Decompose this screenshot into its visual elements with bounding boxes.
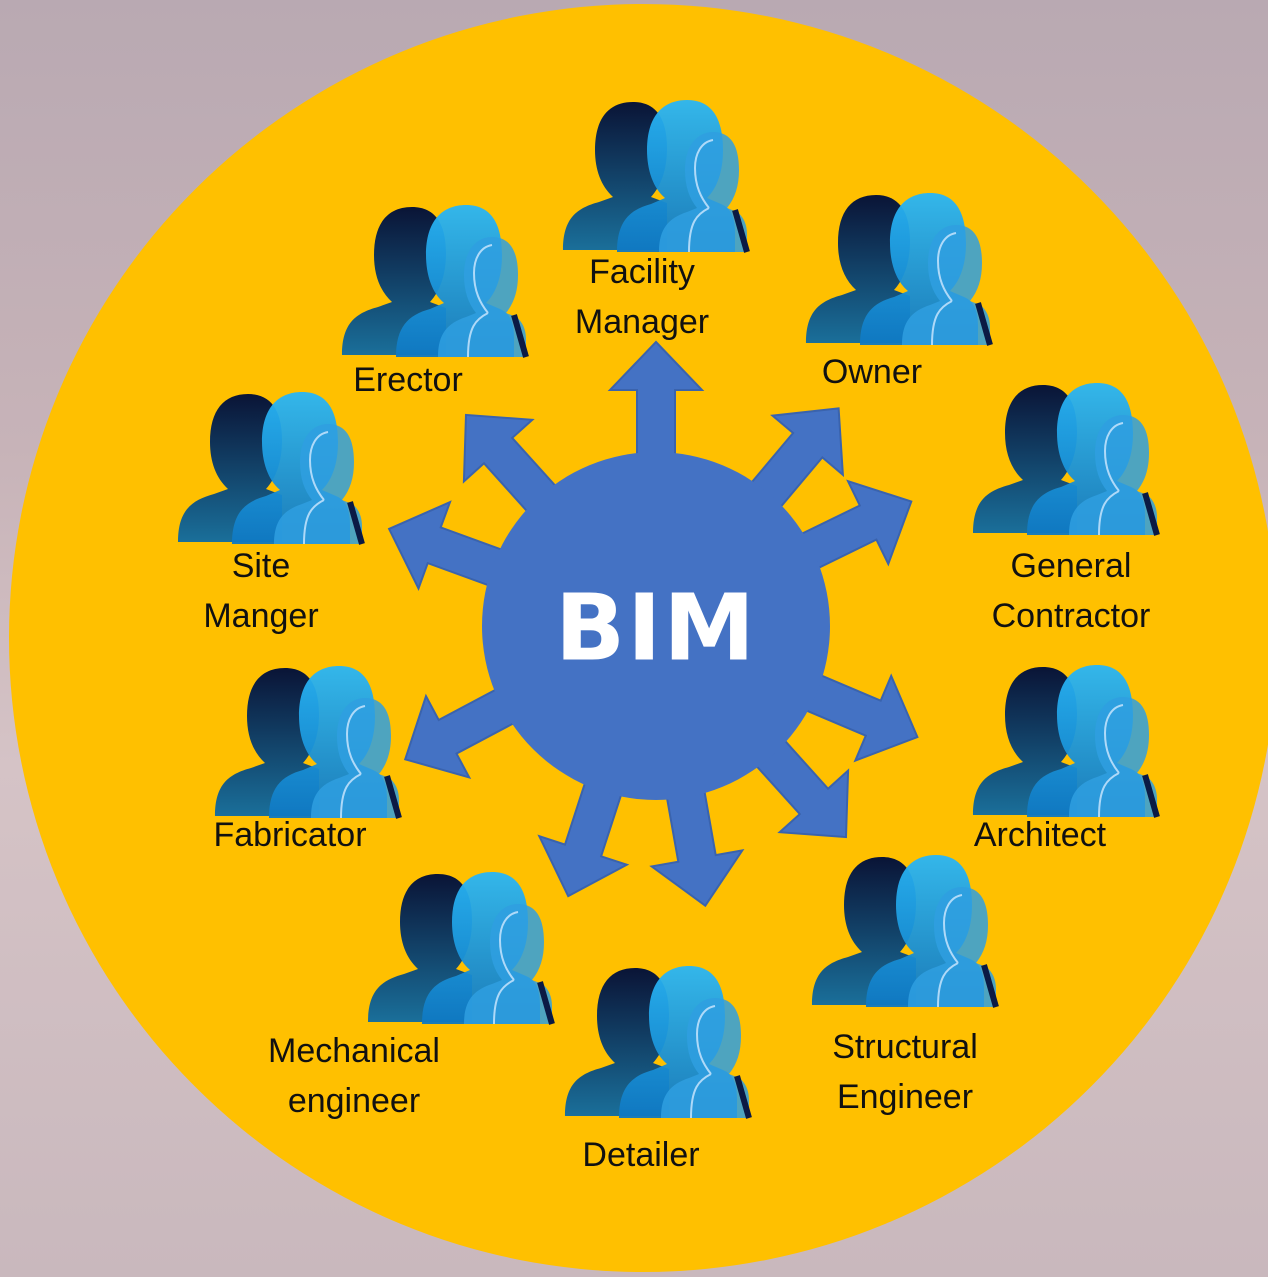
- erector-label: Erector: [353, 355, 463, 405]
- structural-engineer-label-line: Engineer: [836, 1078, 974, 1116]
- owner-label-line: Owner: [821, 353, 923, 391]
- facility-manager-label-line: Facility: [589, 253, 695, 291]
- architect-label-line: Architect: [973, 816, 1107, 854]
- erector-label-line: Erector: [353, 361, 463, 399]
- owner-label: Owner: [822, 347, 922, 397]
- detailer-label: Detailer: [582, 1130, 699, 1180]
- site-manger-label-line: Site: [231, 547, 291, 585]
- mechanical-engineer-label-line: engineer: [287, 1082, 421, 1120]
- bim-hub-circle: [482, 452, 830, 800]
- mechanical-engineer-label: Mechanical engineer: [268, 1026, 440, 1126]
- structural-engineer-label-line: Structural: [832, 1028, 978, 1066]
- fabricator-label-line: Fabricator: [213, 816, 367, 854]
- bim-hub-label: BIM: [555, 574, 757, 682]
- mechanical-engineer-label-line: Mechanical: [268, 1032, 440, 1070]
- fabricator-label: Fabricator: [213, 810, 366, 860]
- site-manger-label-line: Manger: [203, 597, 319, 635]
- general-contractor-label-line: General: [1010, 547, 1132, 585]
- detailer-label-line: Detailer: [582, 1136, 700, 1174]
- architect-label: Architect: [974, 810, 1106, 860]
- general-contractor-label-line: Contractor: [991, 597, 1151, 635]
- facility-manager-label-line: Manager: [574, 303, 710, 341]
